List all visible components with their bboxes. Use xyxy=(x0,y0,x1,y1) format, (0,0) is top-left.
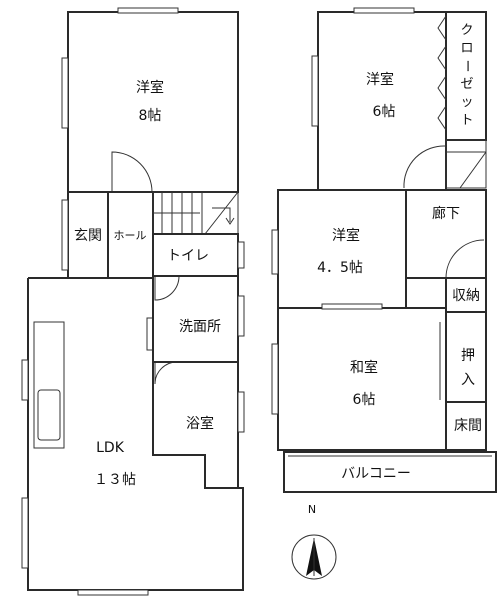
door-swing xyxy=(154,361,178,385)
corridor-walls xyxy=(405,189,487,279)
stair-well xyxy=(445,139,487,189)
room-label: 収納 xyxy=(452,288,480,304)
closet-char: ー xyxy=(459,59,474,72)
window xyxy=(21,497,29,569)
room-size: 6帖 xyxy=(353,392,376,408)
window xyxy=(311,55,319,127)
room-label: バルコニー xyxy=(341,466,411,482)
north-label: N xyxy=(308,503,316,516)
closet-char: ゼ xyxy=(460,77,473,92)
closet-char: ト xyxy=(460,113,473,128)
staircase xyxy=(152,191,239,235)
room-label: 玄関 xyxy=(74,227,102,244)
window xyxy=(117,7,179,14)
first-floor: 洋室 8帖 玄関 ホール トイレ 洗面所 浴室 LDK １３帖 xyxy=(21,7,245,596)
window xyxy=(321,303,383,310)
room-size: １３帖 xyxy=(94,472,136,488)
window xyxy=(61,199,69,271)
closet-char: ク xyxy=(460,23,473,38)
room-size: 4．5帖 xyxy=(317,260,363,276)
window xyxy=(237,241,245,269)
room-western-45-walls xyxy=(277,189,407,309)
room-label: 洗面所 xyxy=(179,319,221,335)
room-label: トイレ xyxy=(167,248,209,264)
tokonoma-walls xyxy=(445,401,487,451)
room-label: 洋室 xyxy=(136,79,164,96)
room-label: 洋室 xyxy=(332,227,360,244)
room-label: 入 xyxy=(461,372,475,388)
compass-circle xyxy=(291,534,337,580)
door-swing xyxy=(154,275,180,301)
room-label: LDK xyxy=(96,440,125,456)
window xyxy=(271,229,279,275)
door-swing xyxy=(111,151,153,193)
second-floor: 洋室 6帖 洋室 4．5帖 廊下 収納 和室 6帖 押 入 床間 バルコニー ク… xyxy=(271,7,497,493)
window xyxy=(271,343,279,415)
room-label: ホール xyxy=(114,229,147,242)
door-swing xyxy=(403,145,447,189)
window xyxy=(21,359,29,401)
closet-char: ロ xyxy=(460,41,473,56)
closet-char: ッ xyxy=(460,95,473,110)
room-western-8-walls xyxy=(67,11,239,193)
balcony-walls xyxy=(283,451,497,493)
window xyxy=(61,57,69,129)
window xyxy=(237,295,245,337)
window xyxy=(77,589,149,596)
room-size: 6帖 xyxy=(373,104,396,120)
room-label: 浴室 xyxy=(186,415,214,432)
window xyxy=(237,391,245,433)
room-label: 床間 xyxy=(454,418,482,434)
room-western-6-walls xyxy=(317,11,447,191)
room-label: 押 xyxy=(461,348,475,364)
window xyxy=(353,7,415,14)
room-label: 洋室 xyxy=(366,71,394,88)
door-swing xyxy=(445,239,485,279)
room-label: 和室 xyxy=(350,359,378,376)
compass: N xyxy=(291,503,337,580)
kitchen-sink xyxy=(37,389,61,441)
room-label: 廊下 xyxy=(432,205,460,222)
room-japanese-6-walls xyxy=(277,307,447,451)
kitchen-counter xyxy=(33,321,65,449)
room-size: 8帖 xyxy=(139,108,162,124)
